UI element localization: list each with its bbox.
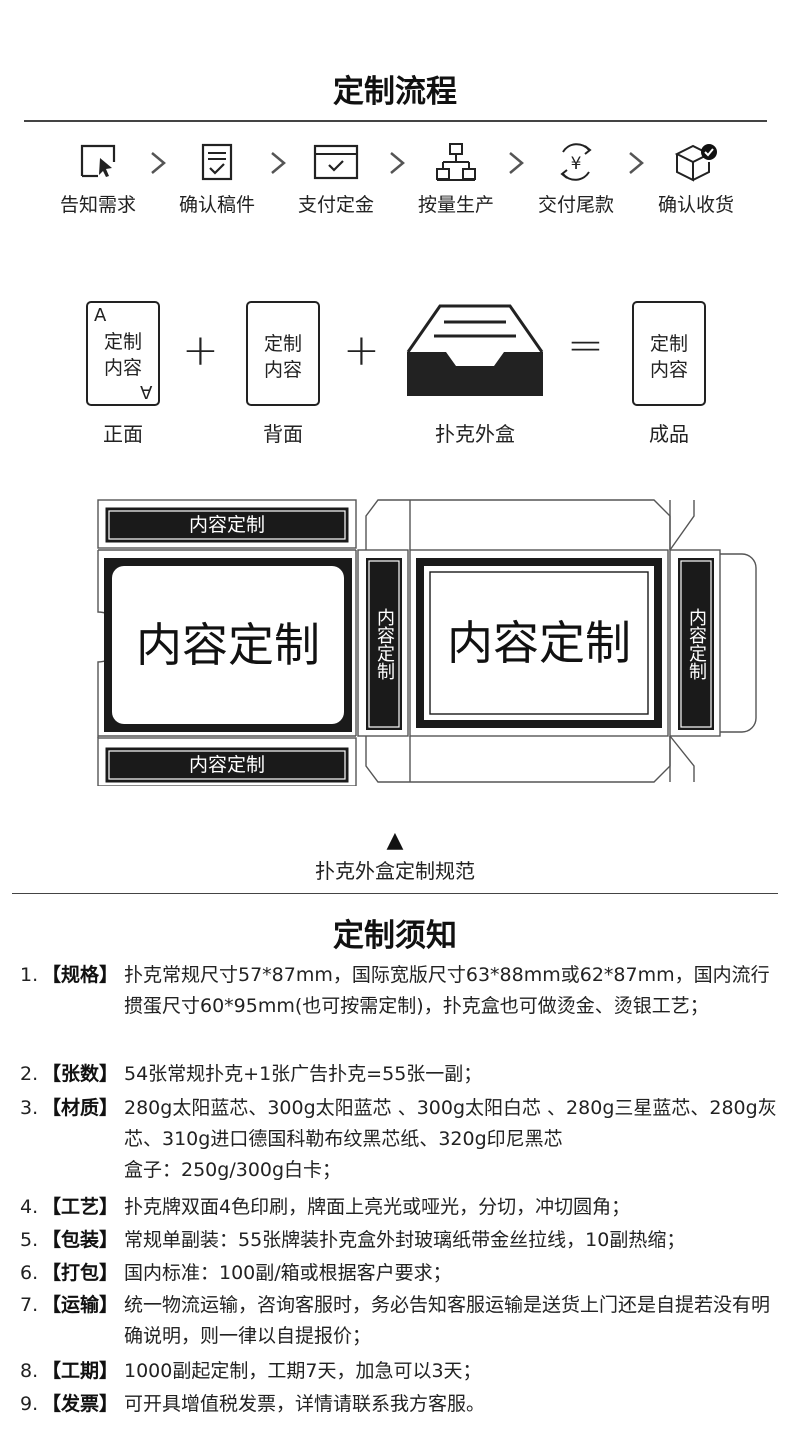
note-number: 8. bbox=[20, 1360, 39, 1382]
plus-sign: + bbox=[182, 325, 219, 376]
note-tag: 【工期】 bbox=[42, 1360, 119, 1382]
note-text: 280g太阳蓝芯、300g太阳蓝芯 、300g太阳白芯 、280g三星蓝芯、28… bbox=[124, 1097, 777, 1150]
note-tag: 【材质】 bbox=[42, 1097, 119, 1119]
card-front: A 定制 内容 A bbox=[86, 301, 160, 406]
side-panel-label-left: 内容定制 bbox=[374, 608, 395, 680]
caption-back: 背面 bbox=[263, 422, 303, 446]
plus-sign: + bbox=[343, 325, 380, 376]
flap-label-bottom: 内容定制 bbox=[188, 754, 265, 776]
note-number: 3. bbox=[20, 1097, 39, 1119]
cursor-icon bbox=[80, 144, 116, 178]
card-text: 定制 bbox=[263, 333, 302, 355]
step-label: 交付尾款 bbox=[537, 194, 614, 216]
svg-text:¥: ¥ bbox=[571, 154, 582, 174]
note-item: 7. 【运输】 统一物流运输，咨询客服时，务必告知客服运输是送货上门还是自提若没… bbox=[20, 1290, 785, 1352]
chevron-right-icon bbox=[509, 152, 524, 174]
note-number: 1. bbox=[20, 964, 39, 986]
note-text: 扑克牌双面4色印刷，牌面上亮光或哑光，分切，冲切圆角； bbox=[124, 1196, 631, 1218]
chevron-right-icon bbox=[390, 152, 405, 174]
dieline-caption: 扑克外盒定制规范 bbox=[315, 859, 475, 883]
card-back: 定制 内容 bbox=[246, 301, 320, 406]
caption-finished: 成品 bbox=[649, 422, 689, 446]
card-text: 内容 bbox=[263, 359, 302, 381]
section-divider bbox=[12, 893, 778, 894]
step-final-payment: ¥ 交付尾款 bbox=[516, 142, 636, 217]
note-text: 统一物流运输，咨询客服时，务必告知客服运输是送货上门还是自提若没有明确说明，则一… bbox=[124, 1294, 771, 1347]
card-text: 内容 bbox=[103, 357, 142, 379]
note-item: 4. 【工艺】 扑克牌双面4色印刷，牌面上亮光或哑光，分切，冲切圆角； bbox=[20, 1192, 785, 1223]
note-tag: 【工艺】 bbox=[42, 1196, 119, 1218]
note-item: 6. 【打包】 国内标准：100副/箱或根据客户要求； bbox=[20, 1258, 785, 1289]
card-corner-index: A bbox=[139, 381, 152, 402]
chevron-right-icon bbox=[271, 152, 286, 174]
step-pay-deposit: 支付定金 bbox=[276, 142, 396, 217]
box-dieline: 内容定制 内容定制 内容定制 内容定制 内容定制 内容定制 bbox=[94, 496, 764, 786]
hierarchy-icon bbox=[436, 143, 476, 181]
step-mass-production: 按量生产 bbox=[396, 142, 516, 217]
note-text: 1000副起定制，工期7天，加急可以3天； bbox=[124, 1360, 482, 1382]
note-item: 1. 【规格】 扑克常规尺寸57*87mm，国际宽版尺寸63*88mm或62*8… bbox=[20, 960, 785, 1022]
note-tag: 【规格】 bbox=[42, 964, 119, 986]
front-panel-label: 内容定制 bbox=[136, 618, 320, 672]
note-text: 国内标准：100副/箱或根据客户要求； bbox=[124, 1262, 452, 1284]
step-label: 按量生产 bbox=[417, 194, 494, 216]
note-number: 6. bbox=[20, 1262, 39, 1284]
step-label: 确认稿件 bbox=[178, 194, 255, 216]
yen-cycle-icon: ¥ bbox=[560, 143, 592, 181]
payment-window-icon bbox=[313, 144, 359, 180]
back-panel-label: 内容定制 bbox=[447, 616, 631, 670]
note-tag: 【发票】 bbox=[42, 1393, 119, 1415]
step-confirm-draft: 确认稿件 bbox=[157, 142, 277, 217]
notes-title: 定制须知 bbox=[333, 918, 457, 954]
process-title: 定制流程 bbox=[333, 74, 457, 110]
step-label: 支付定金 bbox=[297, 194, 374, 216]
chevron-right-icon bbox=[629, 152, 644, 174]
note-text: 常规单副装：55张牌装扑克盒外封玻璃纸带金丝拉线，10副热缩； bbox=[124, 1229, 686, 1251]
note-number: 5. bbox=[20, 1229, 39, 1251]
flap-label-top: 内容定制 bbox=[188, 514, 265, 536]
note-number: 4. bbox=[20, 1196, 39, 1218]
note-item: 5. 【包装】 常规单副装：55张牌装扑克盒外封玻璃纸带金丝拉线，10副热缩； bbox=[20, 1225, 785, 1256]
note-item: 8. 【工期】 1000副起定制，工期7天，加急可以3天； bbox=[20, 1356, 785, 1387]
note-tag: 【运输】 bbox=[42, 1294, 119, 1316]
note-text: 扑克常规尺寸57*87mm，国际宽版尺寸63*88mm或62*87mm，国内流行… bbox=[124, 964, 770, 1017]
step-notify-requirements: 告知需求 bbox=[38, 142, 158, 217]
card-corner-index: A bbox=[94, 305, 107, 326]
note-item: 2. 【张数】 54张常规扑克+1张广告扑克=55张一副； bbox=[20, 1059, 785, 1090]
note-item: 9. 【发票】 可开具增值税发票，详情请联系我方客服。 bbox=[20, 1389, 785, 1420]
caption-box: 扑克外盒 bbox=[435, 422, 515, 446]
note-text: 54张常规扑克+1张广告扑克=55张一副； bbox=[124, 1063, 483, 1085]
note-number: 9. bbox=[20, 1393, 39, 1415]
card-tray-box-icon bbox=[406, 304, 544, 396]
note-item: 3. 【材质】 280g太阳蓝芯、300g太阳蓝芯 、300g太阳白芯 、280… bbox=[20, 1093, 785, 1186]
note-number: 2. bbox=[20, 1063, 39, 1085]
card-finished: 定制 内容 bbox=[632, 301, 706, 406]
note-tag: 【张数】 bbox=[42, 1063, 119, 1085]
step-label: 告知需求 bbox=[59, 194, 136, 216]
step-label: 确认收货 bbox=[657, 194, 734, 216]
pointer-up-icon: ▲ bbox=[386, 828, 404, 853]
card-text: 定制 bbox=[649, 333, 688, 355]
card-text: 内容 bbox=[649, 359, 688, 381]
note-tag: 【打包】 bbox=[42, 1262, 119, 1284]
chevron-right-icon bbox=[151, 152, 166, 174]
note-tag: 【包装】 bbox=[42, 1229, 119, 1251]
card-text: 定制 bbox=[103, 331, 142, 353]
side-panel-label-right: 内容定制 bbox=[686, 608, 707, 680]
note-text: 可开具增值税发票，详情请联系我方客服。 bbox=[124, 1393, 486, 1415]
note-number: 7. bbox=[20, 1294, 39, 1316]
note-text-extra: 盒子：250g/300g白卡； bbox=[124, 1159, 342, 1181]
document-check-icon bbox=[201, 143, 233, 181]
title-divider bbox=[24, 120, 767, 122]
caption-front: 正面 bbox=[103, 422, 143, 446]
equals-sign: = bbox=[567, 320, 604, 371]
box-check-icon bbox=[674, 144, 717, 182]
step-confirm-receipt: 确认收货 bbox=[636, 142, 756, 217]
